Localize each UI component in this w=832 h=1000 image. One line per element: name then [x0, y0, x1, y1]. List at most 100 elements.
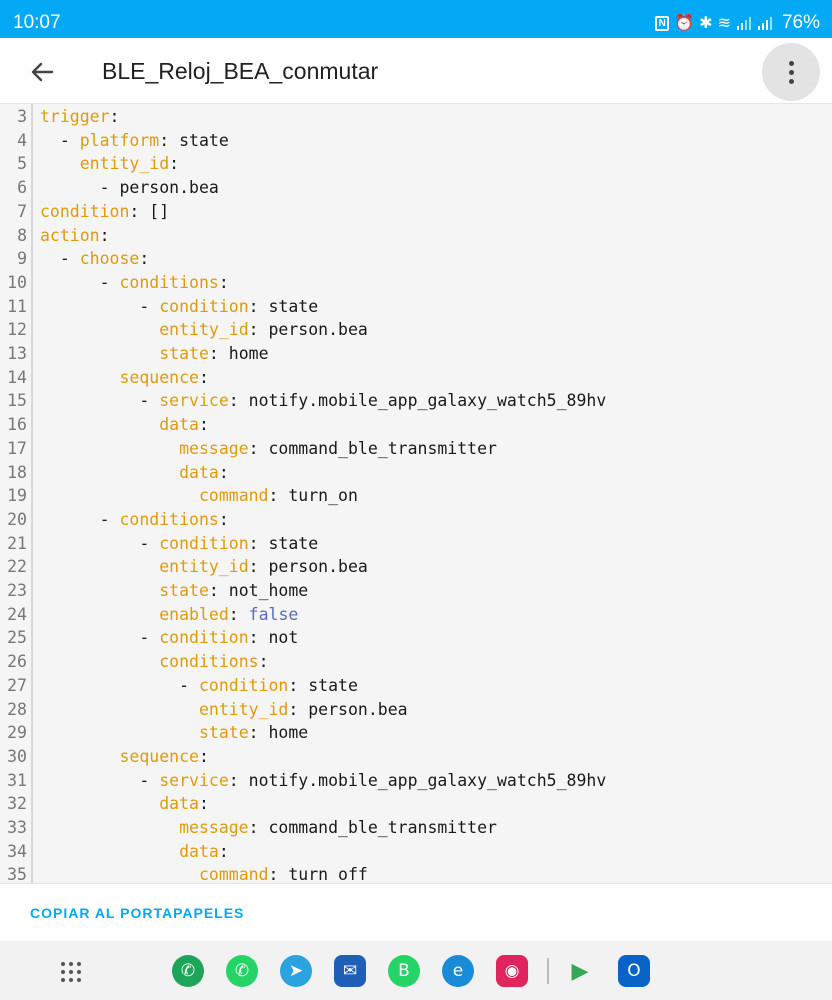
yaml-key: sequence — [119, 746, 199, 766]
page-title: BLE_Reloj_BEA_conmutar — [102, 58, 379, 84]
play-store-icon[interactable]: ▶ — [571, 958, 589, 984]
yaml-key: data — [179, 462, 219, 482]
code-text: message: command_ble_transmitter — [179, 438, 497, 458]
line-number: 6 — [17, 178, 27, 198]
whatsapp-icon[interactable]: ✆ — [226, 955, 258, 987]
yaml-key: data — [159, 794, 199, 814]
yaml-key: state — [159, 581, 209, 600]
yaml-value: person.bea — [268, 557, 368, 577]
code-line: 25 - condition: not — [0, 626, 832, 650]
yaml-value: home — [228, 344, 269, 363]
code-line: 13 state: home — [0, 342, 832, 366]
yaml-value: [] — [149, 201, 170, 221]
code-line: 20 - conditions: — [0, 508, 832, 532]
code-line: 4 - platform: state — [0, 129, 832, 153]
status-icons: N ⏰ ✱ ≋ 76% — [655, 12, 820, 34]
code-text: command: turn_off — [198, 865, 368, 883]
yaml-key: command — [198, 865, 269, 883]
code-text: condition: [] — [40, 201, 170, 221]
line-number: 9 — [17, 249, 27, 269]
line-number: 34 — [7, 841, 27, 861]
yaml-key: conditions — [119, 272, 219, 292]
code-text: - platform: state — [40, 130, 229, 150]
line-number: 11 — [7, 296, 27, 316]
yaml-key: entity_id — [79, 154, 170, 174]
line-number: 17 — [7, 438, 27, 458]
code-text: - conditions: — [40, 272, 229, 292]
camera-icon[interactable]: ◉ — [496, 955, 528, 987]
code-text: message: command_ble_transmitter — [179, 818, 497, 837]
code-line: 24 enabled: false — [0, 603, 832, 627]
yaml-value: person.bea — [308, 699, 408, 719]
outlook-icon[interactable]: O — [618, 955, 650, 987]
yaml-value: state — [268, 296, 319, 316]
yaml-key: conditions — [159, 652, 259, 672]
yaml-value: turn_on — [288, 486, 358, 506]
code-text: - condition: not — [40, 628, 299, 648]
status-bar: 10:07 N ⏰ ✱ ≋ 76% — [0, 0, 832, 38]
yaml-key: condition — [159, 533, 249, 553]
arrow-left-icon — [31, 62, 54, 82]
line-number: 13 — [7, 344, 27, 363]
code-text: data: — [159, 415, 209, 435]
yaml-key: command — [198, 486, 269, 506]
line-number: 14 — [7, 367, 27, 387]
line-number: 35 — [7, 865, 27, 883]
yaml-key: data — [179, 841, 219, 861]
yaml-key: sequence — [119, 367, 199, 387]
yaml-value: person.bea — [268, 320, 368, 340]
back-button[interactable] — [22, 52, 62, 92]
yaml-value: command_ble_transmitter — [268, 438, 497, 458]
whatsapp-business-icon[interactable]: B — [388, 955, 420, 987]
yaml-value: false — [248, 604, 299, 624]
code-text: - condition: state — [40, 533, 319, 553]
code-line: 14 sequence: — [0, 366, 832, 390]
code-line: 15 - service: notify.mobile_app_galaxy_w… — [0, 389, 832, 413]
line-number: 10 — [7, 272, 27, 292]
code-line: 35 command: turn_off — [0, 863, 832, 883]
yaml-key: data — [159, 415, 199, 435]
yaml-key: entity_id — [198, 699, 289, 719]
edge-icon[interactable]: e — [442, 955, 474, 987]
code-line: 29 state: home — [0, 721, 832, 745]
dialog-actions: COPIAR AL PORTAPAPELES — [0, 883, 832, 941]
copy-to-clipboard-button[interactable]: COPIAR AL PORTAPAPELES — [30, 905, 245, 921]
wifi-icon: ≋ — [717, 15, 731, 32]
line-number: 32 — [7, 794, 27, 814]
code-text: - conditions: — [40, 509, 229, 529]
code-line: 21 - condition: state — [0, 532, 832, 556]
yaml-value: notify.mobile_app_galaxy_watch5_89hv — [248, 391, 607, 411]
code-line: 5 entity_id: — [0, 152, 832, 176]
code-line: 27 - condition: state — [0, 674, 832, 698]
yaml-key: condition — [198, 675, 289, 695]
telegram-icon[interactable]: ➤ — [280, 955, 312, 987]
phone-icon[interactable]: ✆ — [172, 955, 204, 987]
yaml-key: message — [179, 818, 249, 837]
code-text: data: — [179, 841, 229, 861]
yaml-key: condition — [159, 296, 249, 316]
yaml-value: state — [268, 533, 319, 553]
code-line: 30 sequence: — [0, 745, 832, 769]
code-line: 10 - conditions: — [0, 271, 832, 295]
apps-grid-icon[interactable] — [60, 961, 82, 983]
code-line: 6 - person.bea — [0, 176, 832, 200]
gutter-divider — [31, 104, 33, 883]
code-text: action: — [40, 225, 110, 245]
mail-icon[interactable]: ✉ — [334, 955, 366, 987]
line-number: 27 — [7, 675, 27, 695]
yaml-key: state — [159, 344, 209, 363]
code-line: 16 data: — [0, 413, 832, 437]
yaml-key: conditions — [119, 509, 219, 529]
overflow-menu-button[interactable] — [762, 43, 820, 101]
yaml-key: condition — [40, 201, 130, 221]
line-number: 22 — [7, 557, 27, 577]
code-line: 22 entity_id: person.bea — [0, 555, 832, 579]
battery-level: 76% — [781, 12, 820, 33]
yaml-key: state — [198, 723, 249, 743]
more-vert-icon — [788, 60, 794, 66]
code-text: data: — [179, 462, 229, 482]
line-number: 31 — [7, 770, 27, 790]
